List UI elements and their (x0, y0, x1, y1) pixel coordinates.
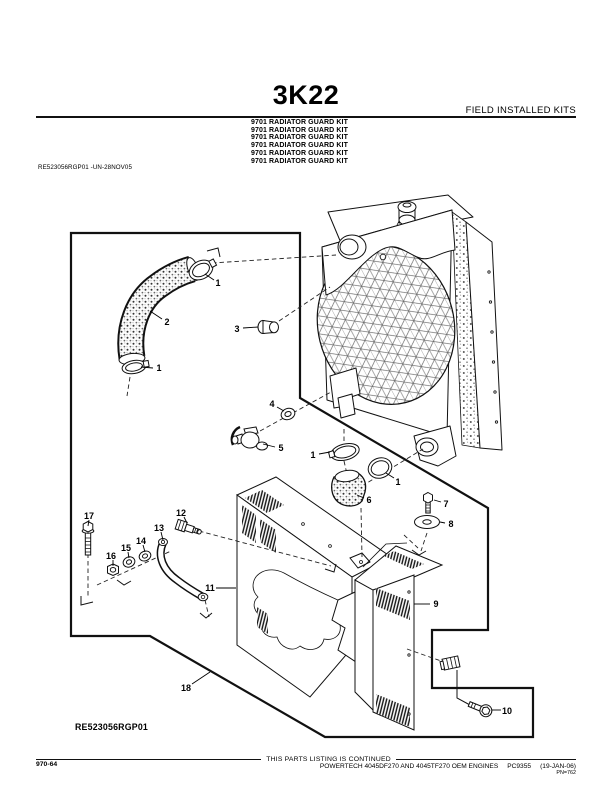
kit-boundary-outline (69, 231, 535, 739)
callout-label: 15 (121, 543, 131, 553)
callout-leader (433, 499, 442, 503)
part-bolt (467, 701, 493, 718)
revision-date: (19-JAN-06) (540, 763, 576, 770)
callout-label: 1 (395, 477, 400, 487)
callout-label: 4 (269, 399, 274, 409)
part-washer (138, 550, 152, 562)
radiator-illustration (316, 194, 503, 467)
callout-label: 18 (181, 683, 191, 693)
catalog-code: PC9355 (507, 763, 532, 770)
continued-note: THIS PARTS LISTING IS CONTINUED (266, 756, 391, 763)
kit-line: 9701 RADIATOR GUARD KIT (251, 119, 348, 126)
callout-label: 1 (310, 450, 315, 460)
guard-panel-left (236, 476, 408, 698)
print-number: PN=762 (556, 770, 576, 776)
callout-leader (356, 494, 365, 499)
kit-line: 9701 RADIATOR GUARD KIT (251, 134, 348, 142)
figure-id: RE523056RGP01 (75, 722, 149, 732)
callout-label: 3 (234, 324, 239, 334)
callout-label: 1 (156, 363, 161, 373)
install-corner-arrows (80, 247, 471, 706)
louver-vent (384, 551, 424, 569)
part-plug (257, 319, 279, 335)
callout-label: 5 (278, 443, 283, 453)
callout-leader (242, 326, 259, 329)
footer-continued-rule: THIS PARTS LISTING IS CONTINUED (36, 756, 576, 763)
callout-label: 13 (154, 523, 164, 533)
publication-line: POWERTECH 4045DF270 AND 4045TF270 OEM EN… (311, 763, 576, 770)
callout-leader (87, 519, 90, 527)
footer-rule-right (395, 758, 576, 761)
callout-label: 2 (164, 317, 169, 327)
part-nut (107, 563, 119, 577)
callout-leader (439, 521, 446, 524)
image-reference-note: RE523056RGP01 -UN-28NOV05 (38, 164, 132, 171)
part-fitting (174, 518, 202, 535)
publication-title: POWERTECH 4045DF270 AND 4045TF270 OEM EN… (319, 763, 499, 770)
callout-leader (149, 310, 163, 320)
callout-leader (262, 443, 276, 448)
kit-line: 9701 RADIATOR GUARD KIT (251, 149, 348, 157)
section-title: FIELD INSTALLED KITS (465, 105, 576, 116)
part-bolt (81, 520, 95, 556)
callout-label: 17 (84, 511, 94, 521)
part-lock-washer (122, 556, 136, 568)
part-clip (439, 655, 461, 671)
callout-leader (127, 551, 130, 559)
louver-vent (245, 490, 284, 513)
part-drain-valve (230, 425, 268, 451)
callout-label: 1 (215, 278, 220, 288)
part-washer (414, 515, 440, 529)
part-washer (280, 407, 296, 421)
footer-rule-left (36, 758, 262, 761)
callout-leader (183, 516, 188, 524)
part-bolt (423, 491, 433, 514)
guard-panel-right (331, 545, 444, 731)
callout-leader (318, 451, 331, 455)
part-strap-bracket (156, 538, 209, 602)
part-cap (327, 442, 360, 462)
callout-leader (385, 472, 395, 479)
callout-label: 8 (448, 519, 453, 529)
callout-leader (191, 671, 211, 685)
callout-leader (276, 406, 285, 412)
kit-line: 9701 RADIATOR GUARD KIT (251, 142, 348, 150)
callout-leader (204, 273, 215, 281)
part-elbow-hose (331, 469, 367, 507)
part-clamp (367, 457, 393, 479)
callout-label: 12 (176, 508, 186, 518)
callout-label: 9 (433, 599, 438, 609)
part-clamp (121, 359, 150, 375)
callout-leader (142, 544, 146, 553)
callout-label: 7 (443, 499, 448, 509)
page-number: 970-64 (36, 761, 58, 768)
kit-line: 9701 RADIATOR GUARD KIT (251, 126, 348, 134)
header-rule (36, 116, 576, 118)
callout-label: 6 (366, 495, 371, 505)
callout-leader (140, 366, 154, 369)
page-title: 3K22 (272, 80, 340, 110)
callout-label: 11 (205, 583, 215, 593)
callout-label: 16 (106, 551, 116, 561)
kit-line: 9701 RADIATOR GUARD KIT (251, 157, 348, 165)
callout-leader (160, 531, 164, 541)
callout-label: 10 (502, 706, 512, 716)
callout-label: 14 (136, 536, 146, 546)
